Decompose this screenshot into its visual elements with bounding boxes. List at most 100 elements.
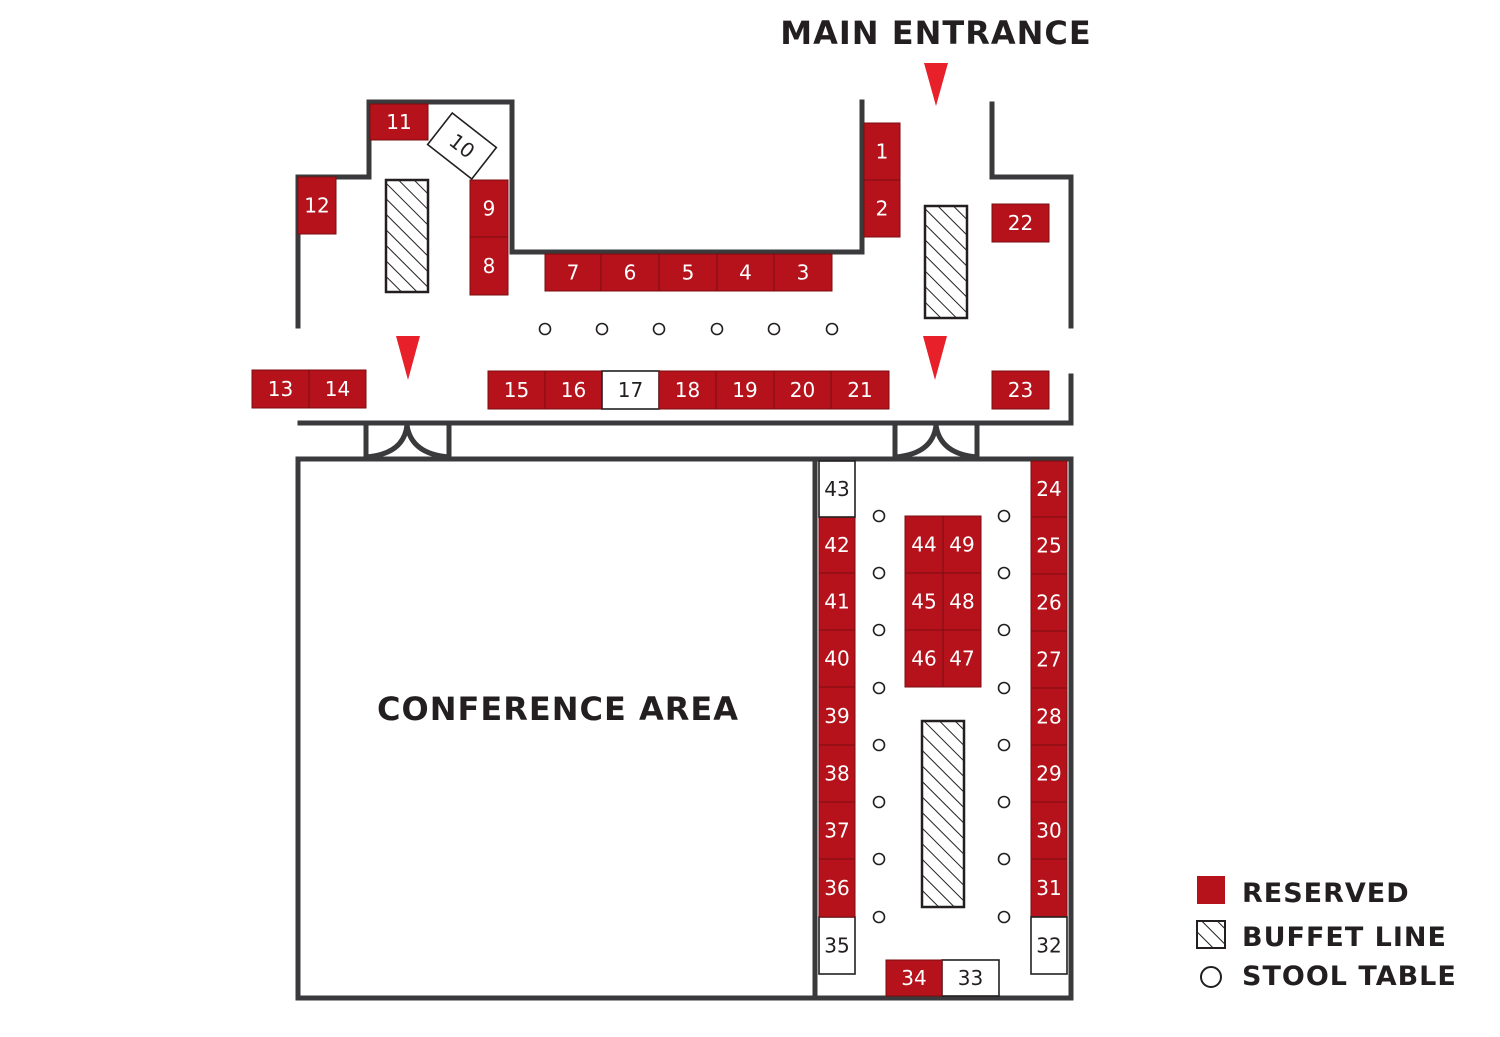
entrance-arrow-icon (924, 63, 948, 106)
booth-number: 1 (876, 140, 889, 164)
stool-table-icon (872, 910, 886, 924)
booth-box (1030, 858, 1068, 918)
booth-32[interactable]: 32 (1030, 916, 1068, 975)
booth-3[interactable]: 3 (773, 253, 833, 292)
booth-number: 7 (567, 261, 580, 285)
booth-34[interactable]: 34 (885, 959, 943, 997)
booth-45[interactable]: 45 (904, 572, 944, 631)
booth-box (818, 801, 856, 860)
booth-box (991, 203, 1050, 243)
booth-48[interactable]: 48 (942, 572, 982, 631)
booth-10[interactable]: 10 (426, 111, 498, 181)
booth-6[interactable]: 6 (600, 253, 660, 292)
booth-box (715, 370, 775, 410)
wall-north-east (989, 101, 1074, 329)
booth-49[interactable]: 49 (942, 515, 982, 574)
booth-number: 16 (561, 378, 586, 402)
booth-number: 46 (911, 647, 936, 671)
booth-30[interactable]: 30 (1030, 801, 1068, 860)
booth-19[interactable]: 19 (715, 370, 775, 410)
stool-table-icon (872, 738, 886, 752)
booth-1[interactable]: 1 (863, 122, 901, 181)
booth-7[interactable]: 7 (544, 253, 602, 292)
booth-box (991, 370, 1050, 410)
booth-23[interactable]: 23 (991, 370, 1050, 410)
stool-table-icon (872, 795, 886, 809)
booth-number: 38 (824, 762, 849, 786)
booth-21[interactable]: 21 (830, 370, 890, 410)
booth-box (251, 369, 310, 409)
booth-5[interactable]: 5 (658, 253, 718, 292)
stool-table-icon (767, 322, 781, 336)
booth-14[interactable]: 14 (308, 369, 367, 409)
booth-38[interactable]: 38 (818, 744, 856, 803)
stool-table-icon (872, 623, 886, 637)
walls (295, 99, 1074, 1001)
booth-number: 11 (386, 110, 411, 134)
stool-table-icon (872, 566, 886, 580)
booth-26[interactable]: 26 (1030, 573, 1068, 632)
booth-36[interactable]: 36 (818, 858, 856, 918)
booth-42[interactable]: 42 (818, 516, 856, 574)
booth-number: 14 (325, 377, 350, 401)
booth-13[interactable]: 13 (251, 369, 310, 409)
booth-number: 33 (958, 966, 983, 990)
booth-box (885, 959, 943, 997)
booth-37[interactable]: 37 (818, 801, 856, 860)
booth-17[interactable]: 17 (601, 370, 660, 410)
booth-25[interactable]: 25 (1030, 516, 1068, 575)
booth-number: 30 (1036, 819, 1061, 843)
booth-4[interactable]: 4 (716, 253, 775, 292)
booth-46[interactable]: 46 (904, 629, 944, 688)
stool-table-icon (652, 322, 666, 336)
booth-box (469, 179, 509, 238)
buffet-line (920, 719, 966, 909)
booth-33[interactable]: 33 (941, 959, 1000, 997)
booth-number: 48 (949, 590, 974, 614)
booth-16[interactable]: 16 (544, 370, 603, 410)
booth-47[interactable]: 47 (942, 629, 982, 688)
booth-box (426, 111, 498, 181)
booth-43[interactable]: 43 (818, 460, 856, 518)
stool-table-icon (997, 681, 1011, 695)
booth-31[interactable]: 31 (1030, 858, 1068, 918)
booth-number: 12 (304, 194, 329, 218)
booth-24[interactable]: 24 (1030, 460, 1068, 518)
booth-number: 17 (618, 378, 643, 402)
booth-41[interactable]: 41 (818, 572, 856, 631)
booth-15[interactable]: 15 (487, 370, 546, 410)
booth-12[interactable]: 12 (297, 176, 337, 235)
right-double-door (894, 424, 978, 460)
stool-table-icon (710, 322, 724, 336)
booth-number: 20 (790, 378, 815, 402)
booth-27[interactable]: 27 (1030, 630, 1068, 689)
buffet-line (384, 178, 430, 294)
booth-number: 36 (824, 876, 849, 900)
left-double-door (365, 424, 450, 460)
booth-box (941, 959, 1000, 997)
booth-11[interactable]: 11 (369, 103, 429, 141)
booth-18[interactable]: 18 (658, 370, 717, 410)
booth-20[interactable]: 20 (773, 370, 832, 410)
booth-box (942, 629, 982, 688)
booth-box (818, 916, 856, 975)
booth-8[interactable]: 8 (469, 236, 509, 296)
booth-box (904, 515, 944, 574)
booth-39[interactable]: 39 (818, 686, 856, 746)
booth-2[interactable]: 2 (863, 179, 901, 238)
booth-number: 44 (911, 533, 936, 557)
booth-box (297, 176, 337, 235)
booth-box (818, 629, 856, 688)
booth-22[interactable]: 22 (991, 203, 1050, 243)
booth-29[interactable]: 29 (1030, 744, 1068, 803)
booth-box (487, 370, 546, 410)
booth-35[interactable]: 35 (818, 916, 856, 975)
booth-box (601, 370, 660, 410)
booth-40[interactable]: 40 (818, 629, 856, 688)
booth-number: 13 (268, 377, 293, 401)
booth-number: 49 (949, 533, 974, 557)
booth-28[interactable]: 28 (1030, 687, 1068, 746)
booth-9[interactable]: 9 (469, 179, 509, 238)
booth-44[interactable]: 44 (904, 515, 944, 574)
conference-area-label: CONFERENCE AREA (377, 690, 739, 728)
